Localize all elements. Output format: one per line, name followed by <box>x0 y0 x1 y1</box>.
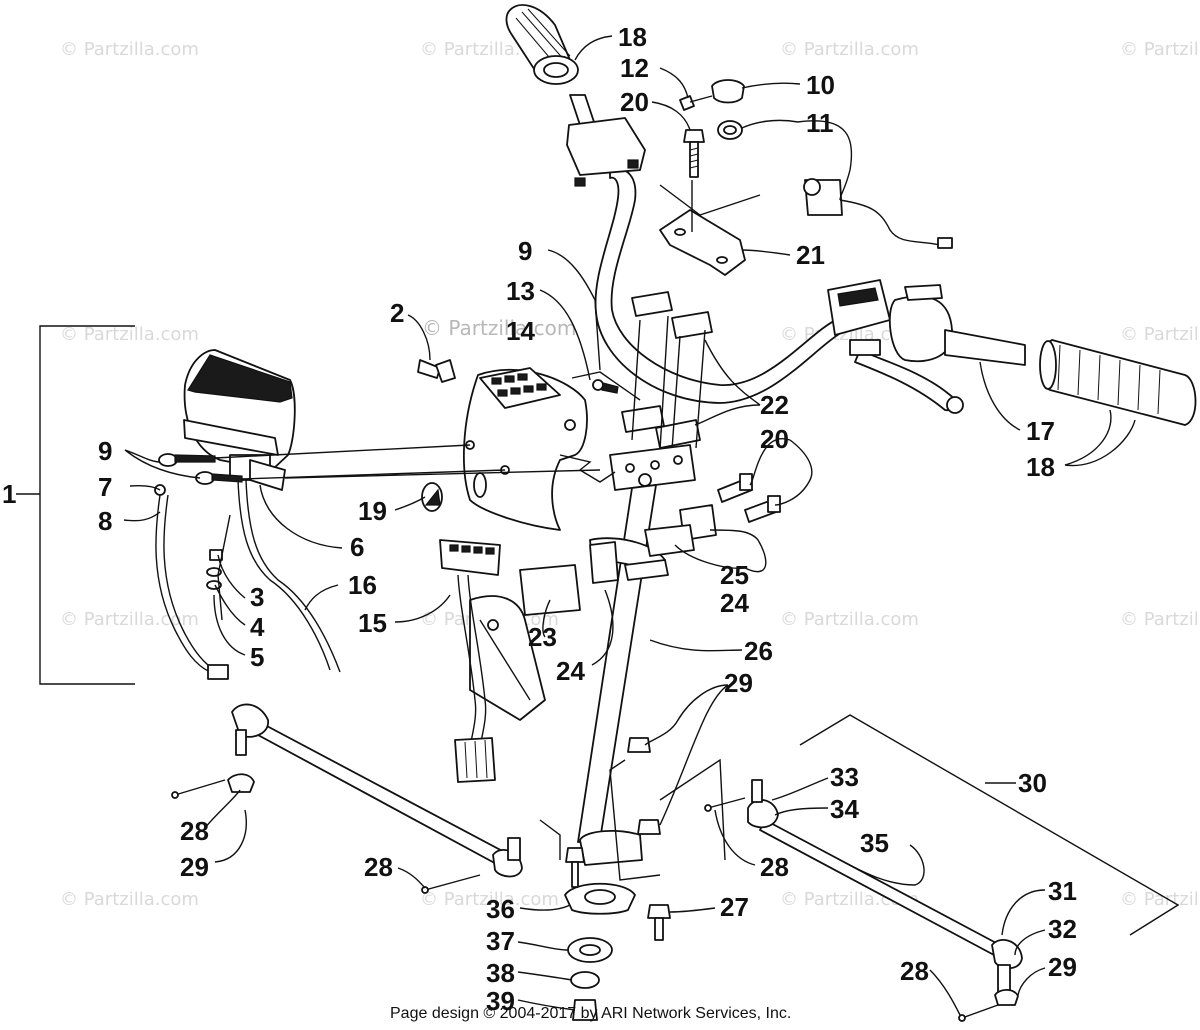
watermark-text: © Partzilla.com <box>1120 324 1200 345</box>
speedometer-cable <box>154 479 341 680</box>
callout-29-right: 29 <box>1048 952 1077 982</box>
lamp-socket-parts <box>206 514 231 621</box>
watermark-text: © Partzilla.com <box>1120 609 1200 630</box>
callout-36: 36 <box>486 894 515 924</box>
callout-3: 3 <box>250 582 264 612</box>
callout-21: 21 <box>796 240 825 270</box>
clamp-23-bracket <box>469 564 581 721</box>
callout-27: 27 <box>720 892 749 922</box>
screw-housing <box>592 379 619 394</box>
watermark-text: © Partzilla.com <box>60 889 199 910</box>
brake-lever-assembly <box>827 279 1026 414</box>
callout-1: 1 <box>2 479 16 509</box>
watermark-text: © Partzilla.com <box>60 609 199 630</box>
callout-4: 4 <box>250 612 265 642</box>
group-30-bracket <box>799 714 1180 936</box>
handlebar-cover <box>462 367 588 531</box>
callout-32: 32 <box>1048 914 1077 944</box>
lower-bearing-parts <box>539 819 671 1021</box>
callout-11: 11 <box>806 108 834 138</box>
grip-right <box>1039 339 1197 426</box>
callout-26: 26 <box>744 636 773 666</box>
bolts-lower <box>717 473 781 523</box>
callout-14: 14 <box>506 316 535 346</box>
callout-34: 34 <box>830 794 859 824</box>
watermark-text: © Partzilla.com <box>60 324 199 345</box>
screws-left <box>158 453 243 485</box>
callout-33: 33 <box>830 762 859 792</box>
handlebar-clamps-upper <box>621 291 713 449</box>
callout-16: 16 <box>348 570 377 600</box>
page-footer-copyright: Page design © 2004-2017 by ARI Network S… <box>390 1005 791 1022</box>
bolt-top <box>683 129 705 178</box>
clamp-bolt-lines <box>631 315 706 451</box>
watermark-overlay-text: © Partzilla.com <box>422 316 576 340</box>
group-1-bracket <box>16 325 135 685</box>
callout-24-left: 24 <box>556 656 585 686</box>
watermark-text: © Partzilla.com <box>1120 889 1200 910</box>
indicator-lens <box>421 482 443 512</box>
callout-39: 39 <box>486 986 515 1016</box>
callout-13: 13 <box>506 276 535 306</box>
watermark-text: © Partzilla.com <box>420 889 559 910</box>
callout-18-right: 18 <box>1026 452 1055 482</box>
callout-2: 2 <box>390 298 404 328</box>
callout-29-column: 29 <box>724 668 753 698</box>
callout-9-left: 9 <box>98 436 112 466</box>
callout-25: 25 <box>720 560 749 590</box>
indicator-lights <box>491 373 547 397</box>
callout-24-right: 24 <box>720 588 749 618</box>
callout-leaders <box>123 35 1136 1016</box>
callout-31: 31 <box>1048 876 1077 906</box>
callout-37: 37 <box>486 926 515 956</box>
callout-28-bottom: 28 <box>900 956 929 986</box>
callout-8: 8 <box>98 506 112 536</box>
grip-top <box>505 4 579 85</box>
ignition-key-parts <box>679 79 745 140</box>
callout-20-top: 20 <box>620 87 649 117</box>
tie-rod-right <box>704 779 1023 1022</box>
steering-post-plate <box>609 444 696 491</box>
callout-20-lower: 20 <box>760 424 789 454</box>
watermark-text: © Partzilla.com <box>1120 39 1200 60</box>
callout-29-left: 29 <box>180 852 209 882</box>
watermark-text: © Partzilla.com <box>780 39 919 60</box>
tie-rod-left <box>171 703 523 894</box>
callout-labels: 1 2 3 4 5 6 7 8 9 9 10 11 12 13 14 15 16… <box>2 22 1077 1016</box>
castle-nuts-column <box>609 737 726 881</box>
callout-12: 12 <box>620 53 649 83</box>
callout-35: 35 <box>860 828 889 858</box>
screw-2 <box>417 359 456 383</box>
watermark-text: © Partzilla.com <box>780 609 919 630</box>
watermark-text: © Partzilla.com <box>60 39 199 60</box>
callout-9-top: 9 <box>518 236 532 266</box>
ignition-switch <box>803 178 953 249</box>
callout-28-right: 28 <box>760 852 789 882</box>
callout-18-top: 18 <box>618 22 647 52</box>
callout-6: 6 <box>350 532 364 562</box>
lower-clamps <box>589 504 717 584</box>
callout-19: 19 <box>358 496 387 526</box>
callout-17: 17 <box>1026 416 1055 446</box>
callout-38: 38 <box>486 958 515 988</box>
callout-10: 10 <box>806 70 835 100</box>
callout-28-center: 28 <box>364 852 393 882</box>
callout-28-left: 28 <box>180 816 209 846</box>
callout-23: 23 <box>528 622 557 652</box>
callout-15: 15 <box>358 608 387 638</box>
alignment-lines <box>214 371 641 483</box>
mounting-bracket <box>659 209 746 276</box>
callout-30: 30 <box>1018 768 1047 798</box>
callout-22: 22 <box>760 390 789 420</box>
handlebar <box>566 94 847 404</box>
indicator-panel-harness <box>439 539 501 783</box>
callout-7: 7 <box>98 472 112 502</box>
callout-5: 5 <box>250 642 264 672</box>
speedometer <box>183 349 296 491</box>
